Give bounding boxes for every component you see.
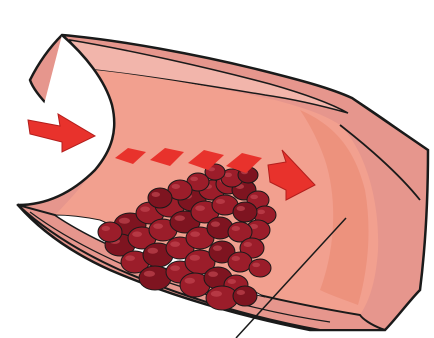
clot-cell-highlight <box>244 242 252 247</box>
clot-cell-highlight <box>190 231 200 237</box>
clot-cell-highlight <box>119 218 130 224</box>
clot-cell-highlight <box>213 245 222 251</box>
clot-cell-highlight <box>211 291 222 297</box>
clot-cell-highlight <box>250 195 258 200</box>
clot-cell-highlight <box>216 199 225 204</box>
clot-cell-highlight <box>148 248 159 254</box>
clot-cell-highlight <box>102 226 110 231</box>
clot-cell-highlight <box>232 226 240 231</box>
clot-cell-highlight <box>132 231 142 237</box>
clot-cell-highlight <box>175 215 186 221</box>
clot-cell <box>249 259 271 277</box>
clot-cell-highlight <box>195 205 205 211</box>
clot-cell-highlight <box>153 223 163 229</box>
clot-cell-highlight <box>211 221 220 227</box>
clot-cell-highlight <box>237 206 245 211</box>
clot-cell-highlight <box>190 177 198 182</box>
clot-cell-highlight <box>172 184 180 189</box>
clot-cell-highlight <box>144 271 155 277</box>
clot-cell-highlight <box>185 278 196 284</box>
clot-cell-highlight <box>228 279 236 284</box>
clot-cell-highlight <box>170 241 180 247</box>
clot-cell-highlight <box>140 206 150 212</box>
clot-cell <box>233 286 257 306</box>
clot-cell-highlight <box>257 210 265 215</box>
clot-cell <box>233 202 257 222</box>
clot-cell-highlight <box>208 271 218 277</box>
clot-cell-highlight <box>125 255 135 261</box>
clot-cell-highlight <box>232 256 240 261</box>
clot-cell-highlight <box>190 255 201 261</box>
clot-cell-highlight <box>252 263 260 268</box>
clot-cell-highlight <box>152 192 160 197</box>
clot-cell <box>148 188 172 208</box>
clot-cell-highlight <box>224 173 232 178</box>
clot-cell <box>228 252 252 272</box>
clot-cell-highlight <box>237 290 245 295</box>
clot-cell <box>98 222 122 242</box>
clot-cell-highlight <box>170 265 180 271</box>
